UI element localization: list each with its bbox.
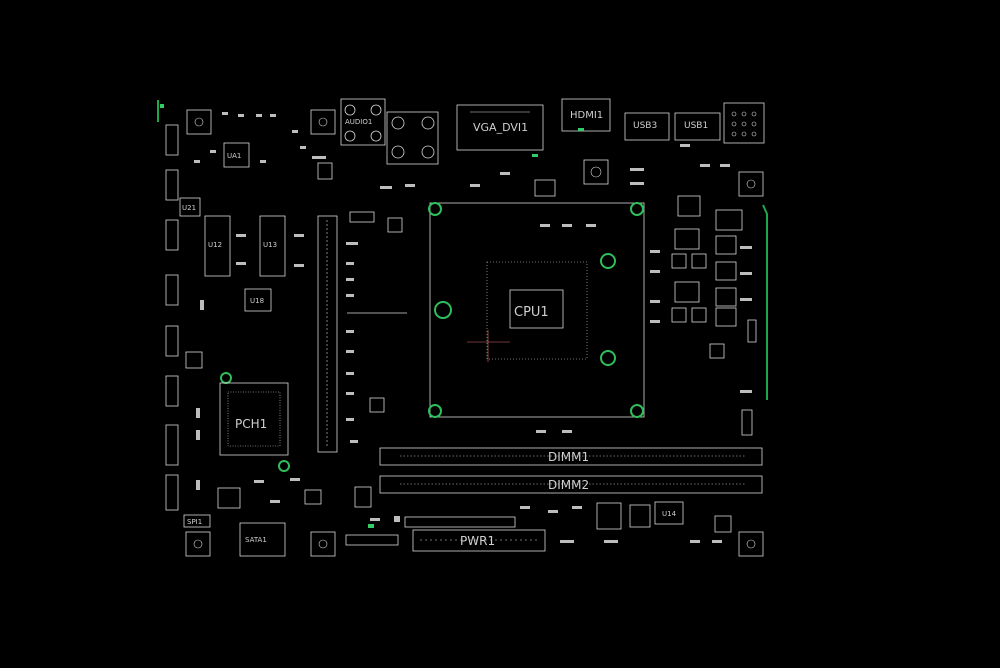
dimm-slot-1: DIMM1 [379,447,763,466]
pwr-label: PWR1 [460,534,495,548]
ic-u12: U12 [204,215,231,277]
u21-label: U21 [182,204,196,212]
ps2-connector [386,111,439,165]
u13-label: U13 [263,241,277,249]
cpu-label: CPU1 [514,305,549,320]
u12-label: U12 [208,241,222,249]
ic-u18: U18 [244,288,272,312]
hdmi-connector: HDMI1 [561,98,611,132]
audio-label: AUDIO1 [345,118,372,126]
lan-connector [723,102,765,144]
ua1-label: UA1 [227,152,241,160]
dimm1-label: DIMM1 [548,450,589,464]
vga-dvi-label: VGA_DVI1 [473,121,528,134]
usb1-label: USB1 [684,121,708,131]
audio-connector: AUDIO1 [340,98,386,146]
fp-header [345,534,399,546]
edge-trace-right [762,204,768,400]
u14-label: U14 [662,510,677,518]
ic-ua1: UA1 [223,142,250,168]
vga-dvi-connector: VGA_DVI1 [456,104,544,151]
u18-label: U18 [250,297,264,305]
sata-connector: SATA1 [239,522,286,557]
spi-label: SPI1 [187,518,202,526]
ic-u14: U14 [654,501,684,525]
ic-u13: U13 [259,215,286,277]
usb3-label: USB3 [633,121,657,131]
sata-label: SATA1 [245,536,267,544]
usb3-connector: USB3 [624,112,670,141]
vrm-components [165,124,757,533]
pin-header-left [317,215,338,453]
smd-pads [160,104,752,543]
power-connector: PWR1 [412,529,546,552]
cpu-socket: CPU1 [429,202,645,418]
usb1-connector: USB1 [674,112,721,141]
fan-headers [185,109,764,557]
spi-header: SPI1 [183,514,211,528]
pch-chip: PCH1 [219,382,289,456]
hdmi-label: HDMI1 [570,110,603,121]
dimm2-label: DIMM2 [548,478,589,492]
pch-label: PCH1 [235,417,267,431]
dimm-slot-2: DIMM2 [379,475,763,494]
ic-u21: U21 [179,197,201,217]
mounting-holes [220,202,644,472]
bottom-strip-connector [404,516,516,528]
